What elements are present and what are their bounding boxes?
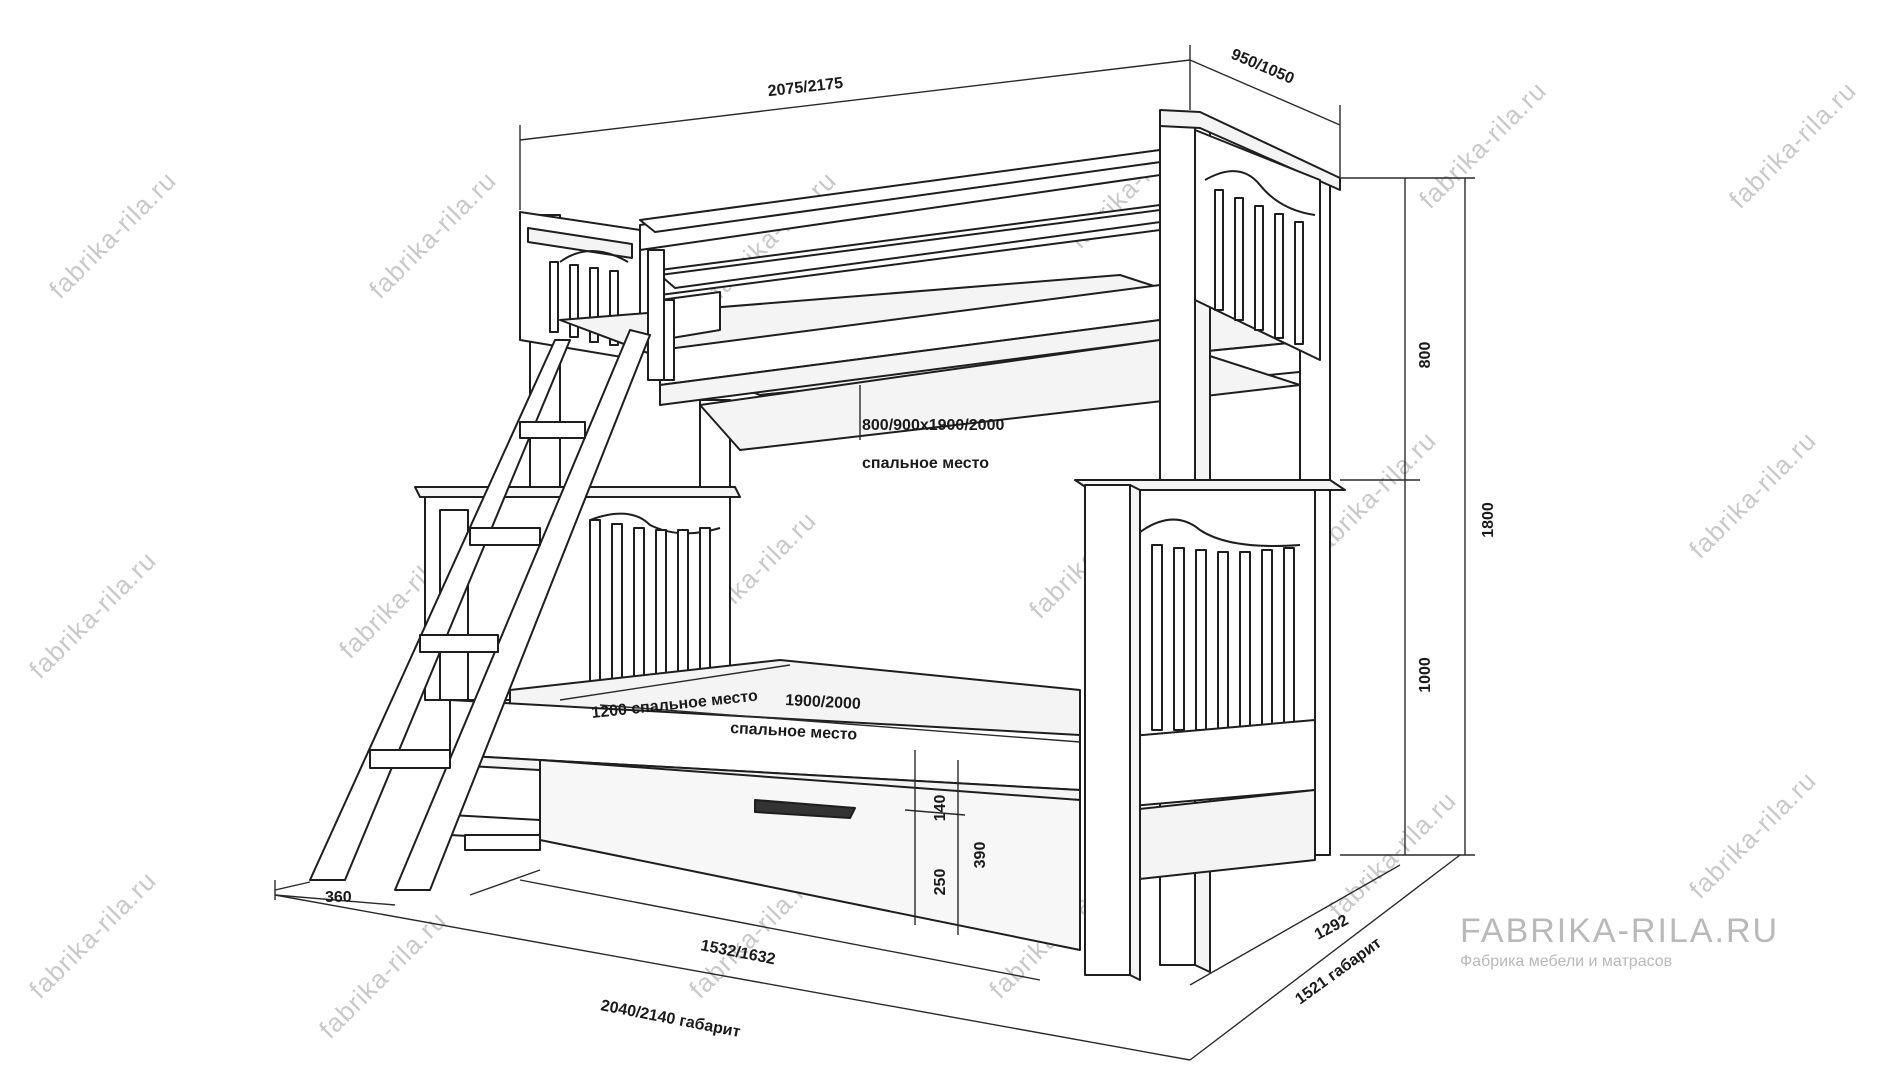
brand-name: FABRIKA-RILA.RU (1460, 912, 1780, 950)
front-left-post-lower (1084, 484, 1141, 981)
watermark: fabrika-rila.ru (23, 545, 162, 684)
dim-ladder-width: 360 (325, 889, 352, 906)
dim-drawer-height: 250 (932, 869, 949, 896)
dim-drawer-gap: 140 (932, 795, 949, 822)
watermark: fabrika-rila.ru (43, 165, 182, 304)
drawer (449, 759, 1081, 951)
upper-right-headboard (1159, 109, 1341, 361)
watermark: fabrika-rila.ru (1413, 75, 1552, 214)
brand-logo: FABRIKA-RILA.RU Фабрика мебели и матрасо… (1460, 912, 1779, 971)
watermark: fabrika-rila.ru (1723, 75, 1862, 214)
watermark: fabrika-rila.ru (1683, 425, 1822, 564)
dim-top-length: 2075/2175 (767, 75, 844, 100)
dim-depth-1292: 1292 (1312, 912, 1351, 944)
dim-overall-length: 2040/2140 габарит (599, 997, 742, 1041)
watermark: fabrika-rila.ru (313, 905, 452, 1044)
watermark: fabrika-rila.ru (23, 865, 162, 1004)
watermark: fabrika-rila.ru (1683, 765, 1822, 904)
dim-height-lower: 1000 (1417, 657, 1434, 693)
brand-subtitle: Фабрика мебели и матрасов (1460, 953, 1673, 970)
dim-upper-sleep-caption: спальное место (862, 455, 989, 472)
watermark: fabrika-rila.ru (363, 165, 502, 304)
dim-height-upper: 800 (1417, 342, 1434, 369)
dim-lower-sleep-length: 1900/2000 (785, 692, 862, 713)
dim-drawer-total: 390 (972, 842, 989, 869)
ladder (309, 329, 651, 891)
dim-lower-sleep-caption: спальное место (730, 720, 858, 744)
dimension-lines (274, 45, 1475, 1061)
dim-upper-sleep-size: 800/900x1900/2000 (862, 417, 1004, 434)
bed-drawing (309, 109, 1346, 981)
dim-height-total: 1800 (1480, 502, 1497, 538)
